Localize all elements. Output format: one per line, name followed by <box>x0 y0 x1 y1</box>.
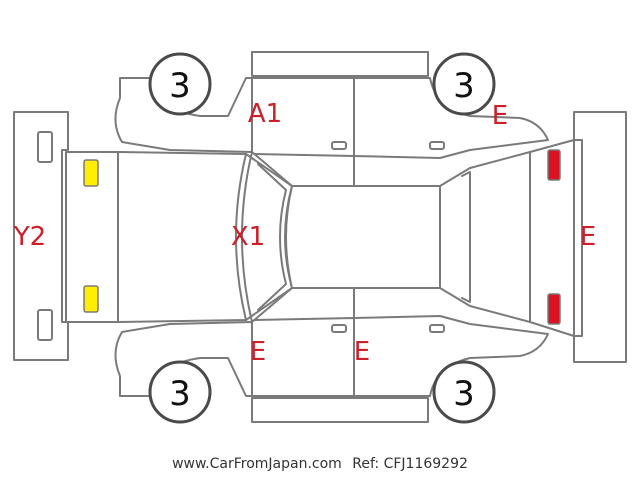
wheel-front-right-grade: 3 <box>169 374 191 414</box>
left-side-panels <box>114 77 549 159</box>
wheel-front-left: 3 <box>148 52 212 116</box>
headlamp-left <box>83 159 99 187</box>
damage-hood: X1 <box>231 222 265 252</box>
footer-ref: Ref: CFJ1169292 <box>352 456 468 472</box>
front-bumper <box>13 111 69 361</box>
taillamp-left <box>547 149 561 181</box>
headlamp-right <box>83 285 99 313</box>
right-side-panels <box>114 315 549 397</box>
damage-right-rear-door: E <box>354 337 370 367</box>
roof-rail-top <box>251 51 429 77</box>
wheel-front-left-grade: 3 <box>169 66 191 106</box>
wheel-rear-right-grade: 3 <box>453 374 475 414</box>
wheel-front-right: 3 <box>148 360 212 424</box>
damage-rear-bumper: E <box>580 222 596 252</box>
hood <box>65 151 247 323</box>
wheel-rear-left-grade: 3 <box>453 66 475 106</box>
watermark-footer: www.CarFromJapan.com Ref: CFJ1169292 <box>0 456 640 472</box>
taillamp-right <box>547 293 561 325</box>
footer-url: www.CarFromJapan.com <box>172 456 342 472</box>
tailgate <box>439 139 575 337</box>
damage-left-rear-quarter: E <box>492 101 508 131</box>
wheel-rear-right: 3 <box>432 360 496 424</box>
wheel-rear-left: 3 <box>432 52 496 116</box>
damage-front-bumper: Y2 <box>13 222 46 252</box>
damage-right-front-door: E <box>250 337 266 367</box>
damage-left-front-fender: A1 <box>248 99 282 129</box>
roof <box>285 185 441 289</box>
roof-rail-bottom <box>251 397 429 423</box>
